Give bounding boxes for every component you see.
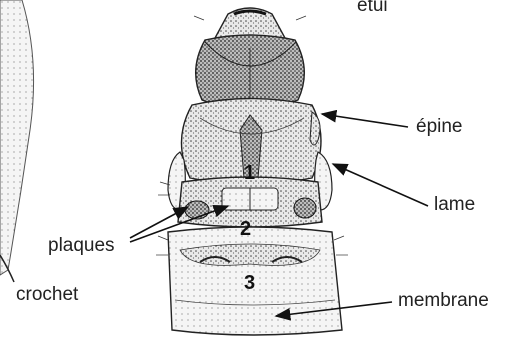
crochet-fragment [0,0,34,275]
label-plaques: plaques [48,236,115,255]
lame-leader [333,164,428,206]
plaque-left [185,201,209,219]
segment-number-2: 2 [240,219,251,239]
label-lame: lame [434,195,475,214]
epine-leader [322,114,408,127]
label-epine: épine [416,117,463,136]
label-etui: étui [357,0,388,15]
segment-number-1: 1 [244,163,255,183]
epine-spine [310,112,320,145]
plaque-right [294,198,316,218]
segment-number-3: 3 [244,273,255,293]
label-crochet: crochet [16,285,78,304]
label-membrane: membrane [398,291,489,310]
